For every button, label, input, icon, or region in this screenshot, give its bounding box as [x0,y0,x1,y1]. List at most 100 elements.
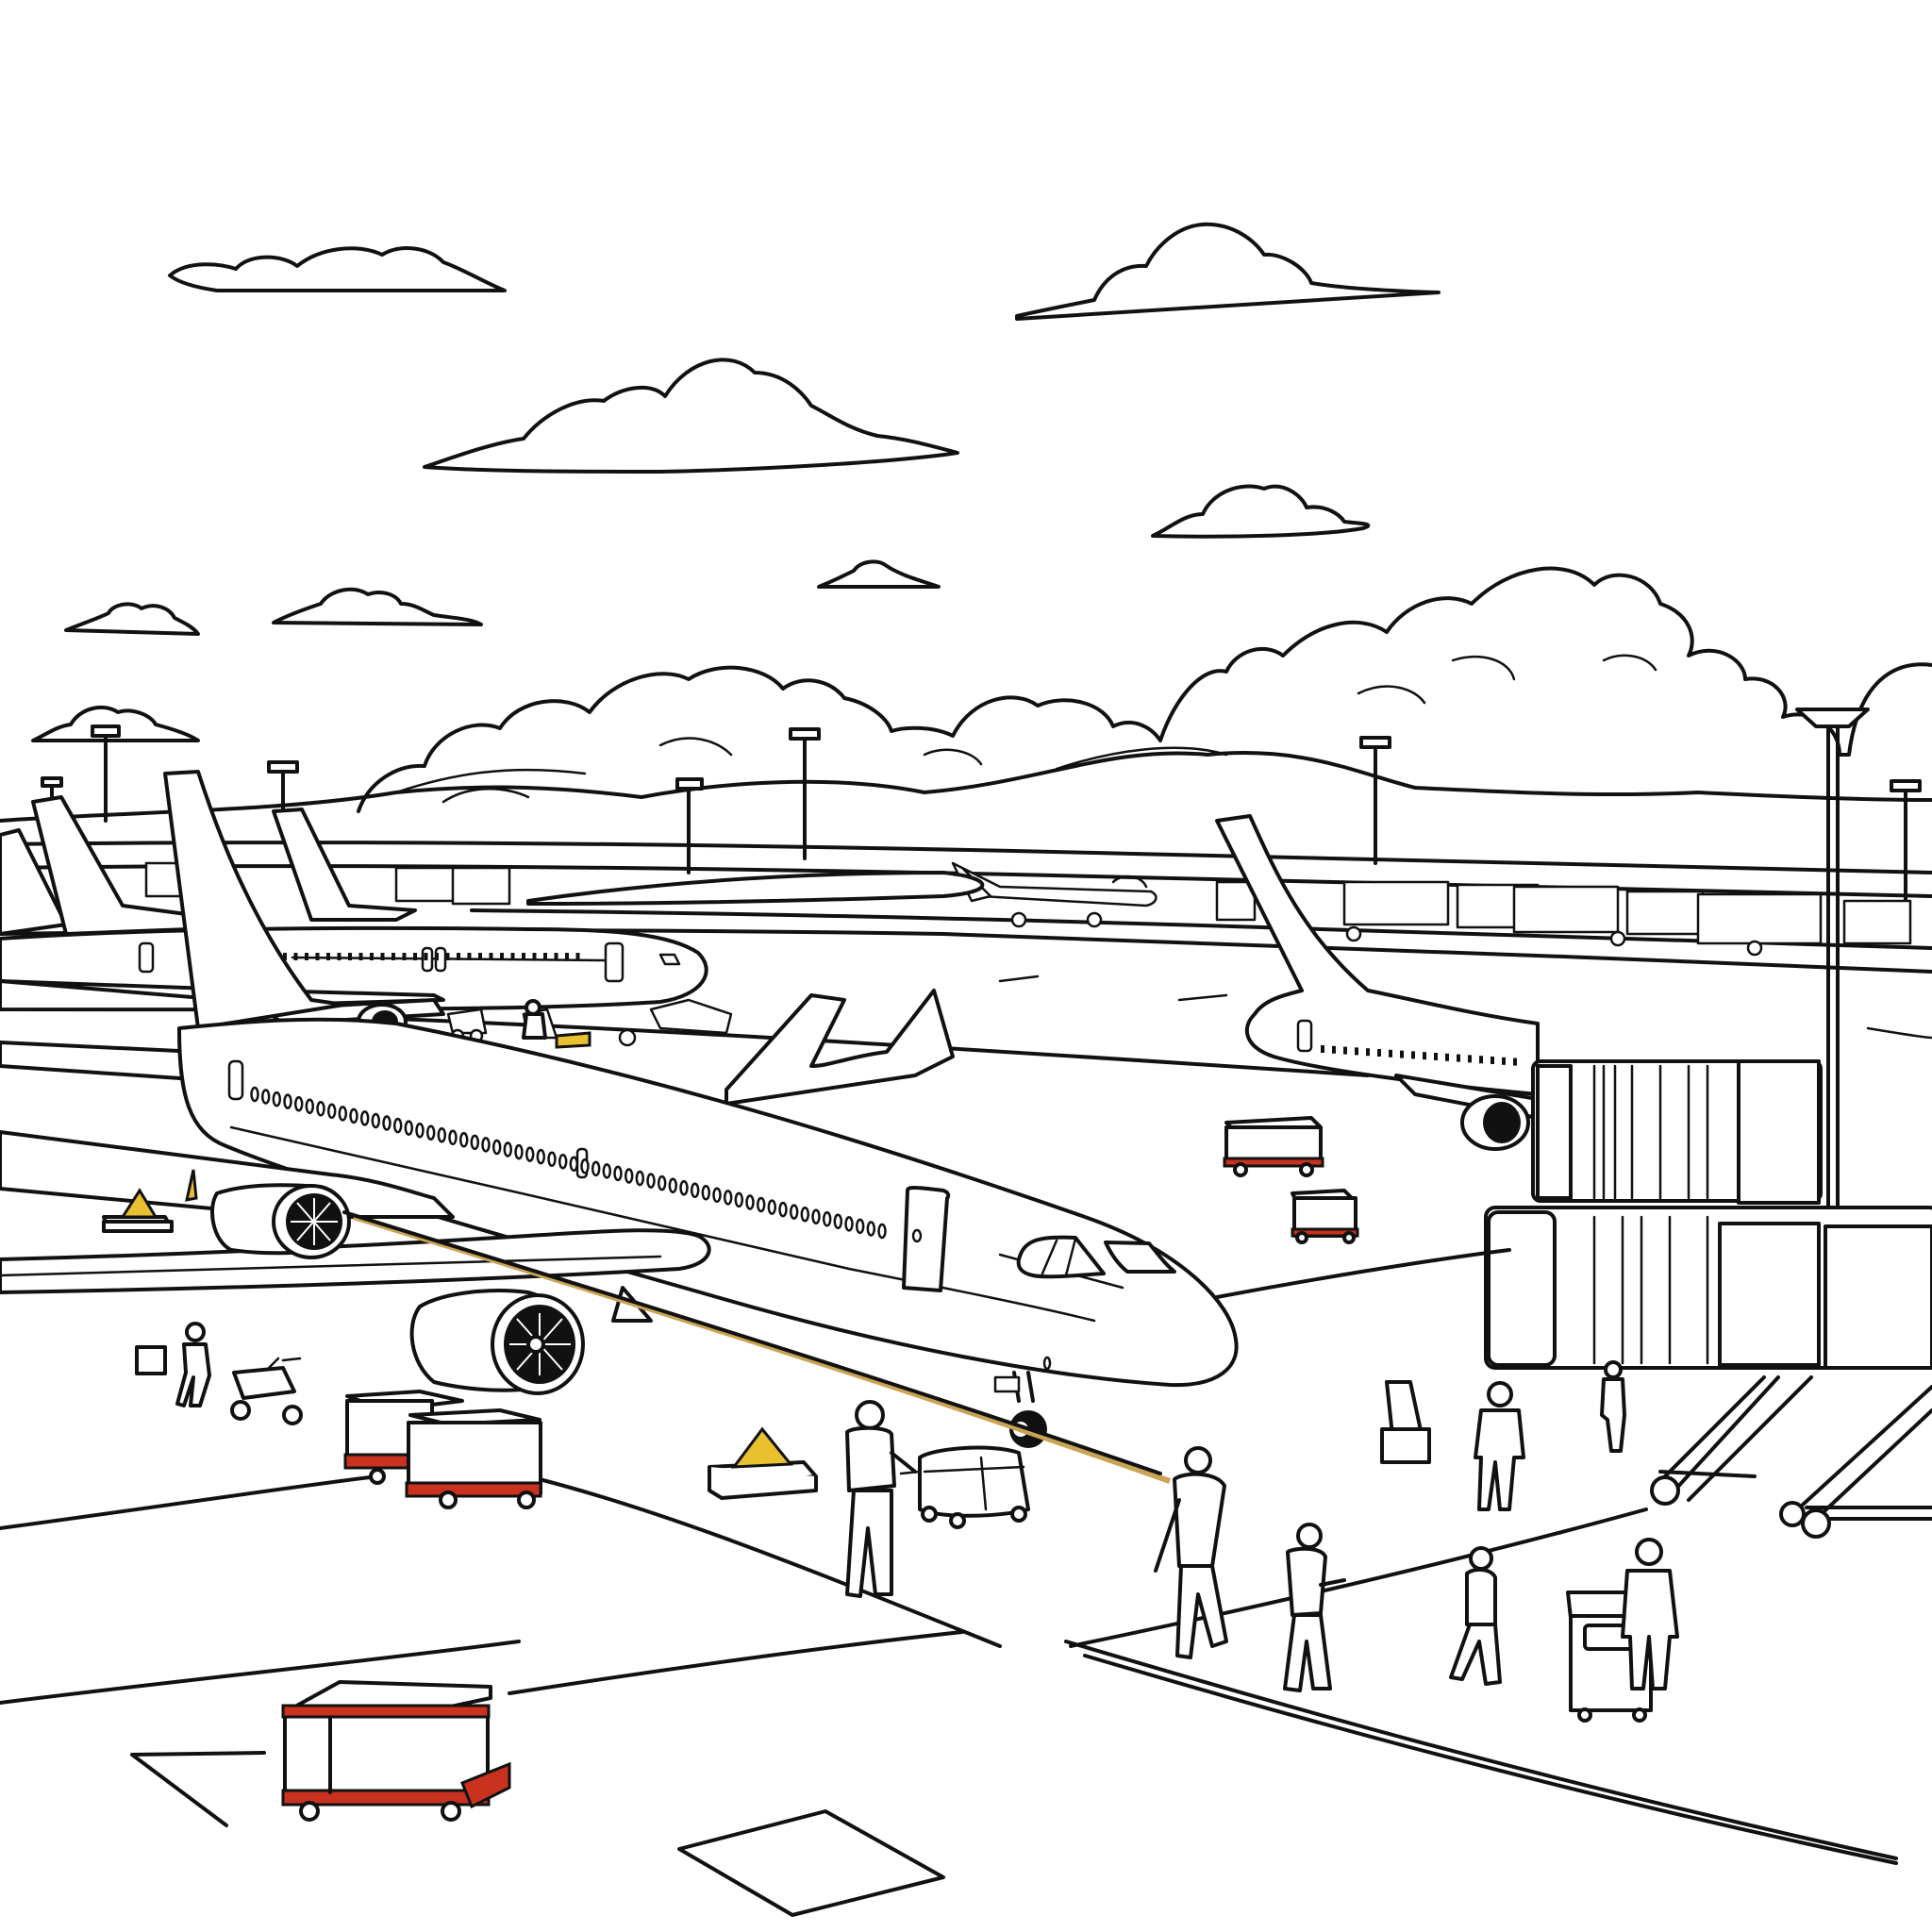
window-icon [580,1158,590,1174]
window-icon [822,1211,832,1227]
window-icon [404,1120,414,1136]
person-left-cart [175,1322,211,1407]
person-standing-right [1621,1538,1679,1690]
cloud-bank [357,566,1932,813]
background-wing [526,871,985,906]
person-walking-1 [1154,1446,1228,1659]
window-icon [522,953,525,960]
window-icon [458,1132,469,1148]
cloud-7 [272,587,483,626]
light-pole [1359,736,1391,865]
window-icon [415,1122,425,1139]
window-icon [1513,1058,1517,1066]
light-pole-tall [1795,708,1870,1247]
window-icon [489,953,493,960]
window-icon [613,1165,623,1182]
sky-clouds [31,222,1932,813]
window-icon [789,1204,799,1220]
cloud-4 [1151,484,1371,539]
window-icon [424,953,428,960]
window-icon [525,1146,535,1162]
cloud-6 [64,602,200,636]
cloud-5 [817,559,941,589]
window-icon [844,1216,854,1232]
small-plane [951,861,1158,928]
window-icon [591,1160,601,1177]
window-icon [470,1134,480,1151]
window-icon [1479,1056,1483,1064]
apron-lines [0,1248,1898,1917]
window-icon [657,1174,667,1191]
window-icon [855,1218,865,1235]
window-icon [712,1187,722,1204]
person-manager [845,1400,917,1598]
person-walking-3 [1449,1546,1502,1686]
window-icon [745,1194,755,1210]
window-icon [457,953,460,960]
jet-bridge [1484,1059,1932,1539]
sign-board [1380,1380,1431,1464]
window-icon [690,1182,700,1199]
window-icon [348,953,352,960]
engine-right [409,1286,653,1395]
window-icon [448,1129,458,1146]
window-icon [1400,1050,1404,1058]
window-icon [315,953,320,960]
horizon-hills [0,746,1932,823]
window-icon [392,1117,403,1134]
cloud-3 [423,358,959,474]
window-icon [532,953,537,960]
person-midground [522,999,547,1040]
window-icon [260,1089,271,1105]
window-icon [402,953,407,960]
window-icon [1491,1057,1494,1064]
main-airliner-windows [250,1086,887,1240]
background-vehicles [144,861,1912,957]
window-icon [767,1199,777,1215]
window-icon [425,1124,436,1141]
window-icon [624,1168,634,1184]
window-icon [293,953,298,960]
person-walking-2 [1283,1523,1346,1692]
window-icon [338,1106,348,1122]
window-icon [1468,1055,1472,1063]
baggage-cart-front [281,1680,511,1822]
baggage-carts-pair [343,1390,542,1509]
window-icon [646,1173,656,1189]
window-icon [272,1091,282,1108]
cloud-8 [31,705,200,742]
people [175,999,1679,1692]
window-icon [359,1110,370,1126]
window-icon [1423,1052,1426,1060]
window-icon [435,953,439,960]
light-poles [41,708,1922,1247]
window-icon [778,1201,788,1218]
window-icon [565,953,569,960]
window-icon [734,1191,744,1208]
window-icon [668,1177,678,1193]
window-icon [326,953,330,960]
cloud-bank-inner [441,654,1657,804]
left-parked-airliner [0,925,708,1041]
window-icon [503,1141,513,1158]
light-pole [675,777,704,874]
main-airliner [0,770,1239,1388]
window-icon [877,1223,887,1240]
window-icon [478,953,482,960]
window-icon [481,1137,491,1153]
warning-sign-center [708,1426,818,1500]
service-cart-right [1291,1189,1359,1244]
cloud-2 [1015,222,1441,321]
window-icon [445,953,450,960]
window-icon [305,1098,315,1114]
window-icon [536,1148,546,1165]
window-icon [250,1086,259,1103]
window-icon [554,953,558,960]
light-pole [789,727,821,860]
window-icon [316,1101,325,1117]
window-icon [358,953,363,960]
warning-sign-left [102,1169,198,1233]
window-icon [491,1139,502,1156]
window-icon [1445,1053,1449,1061]
